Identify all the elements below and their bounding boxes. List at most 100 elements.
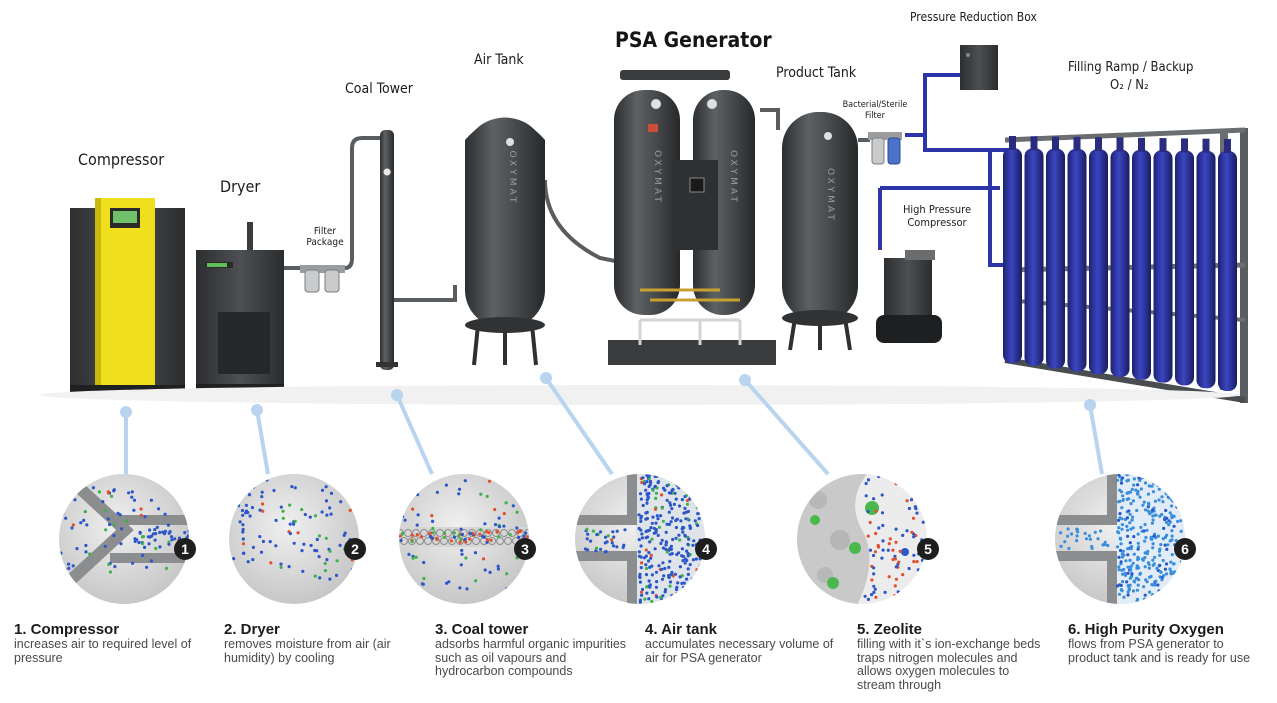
molecule-dot [1150, 508, 1155, 512]
molecule-dot [323, 561, 327, 566]
molecule-dot [678, 538, 682, 542]
molecule-dot [463, 537, 467, 541]
molecule-dot [61, 512, 65, 516]
molecule-dot [1076, 530, 1080, 534]
molecule-dot [909, 498, 914, 502]
high-pressure-compressor [876, 250, 942, 343]
molecule-dot [1066, 527, 1070, 531]
molecule-dot [868, 548, 873, 552]
molecule-dot [1127, 497, 1131, 501]
molecule-dot [268, 540, 272, 544]
molecule-dot [681, 559, 685, 563]
magnifier-1 [59, 474, 189, 604]
molecule-dot [661, 561, 665, 565]
molecule-dot [654, 528, 658, 532]
molecule-dot [637, 554, 642, 558]
molecule-dot [871, 553, 876, 558]
molecule-dot [1167, 598, 1171, 602]
molecule-dot [519, 529, 523, 533]
molecule-dot [698, 594, 703, 598]
molecule-dot [1059, 531, 1063, 535]
molecule-dot [639, 544, 643, 548]
molecule-dot [416, 493, 420, 497]
molecule-dot [1176, 500, 1180, 505]
molecule-dot [158, 530, 162, 535]
molecule-dot [1124, 559, 1128, 563]
molecule-dot [166, 523, 170, 527]
molecule-dot [1168, 520, 1172, 524]
molecule-dot [671, 487, 675, 492]
molecule-dot [676, 479, 680, 483]
molecule-dot [478, 532, 482, 536]
molecule-dot [71, 523, 75, 527]
psa-generator: OXYMAT OXYMAT [608, 70, 776, 365]
molecule-dot [143, 545, 147, 550]
molecule-dot [483, 568, 487, 572]
molecule-dot [404, 583, 408, 587]
molecule-dot [1129, 527, 1133, 531]
molecule-dot [460, 552, 464, 556]
molecule-dot [866, 478, 871, 482]
product-tank-label: Product Tank [776, 65, 857, 81]
molecule-dot [645, 498, 649, 502]
molecule-dot [1136, 483, 1140, 487]
molecule-dot [585, 537, 589, 541]
molecule-dot [120, 527, 124, 531]
molecule-dot [335, 559, 339, 563]
molecule-dot [458, 540, 462, 544]
molecule-dot [119, 542, 123, 546]
molecule-dot [894, 527, 898, 531]
molecule-dot [685, 493, 690, 497]
molecule-dot [493, 523, 498, 527]
molecule-dot [637, 538, 641, 542]
molecule-dot [686, 567, 690, 571]
molecule-dot [594, 549, 598, 553]
molecule-dot [110, 494, 114, 498]
molecule-dot [648, 583, 652, 587]
molecule-dot [242, 551, 246, 555]
molecule-dot [866, 534, 870, 538]
molecule-dot [677, 484, 681, 488]
gas-cylinder [1218, 151, 1237, 391]
molecule-dot [1121, 498, 1125, 502]
molecule-dot [496, 567, 500, 571]
molecule-dot [1143, 556, 1147, 560]
molecule-dot [124, 519, 128, 523]
molecule-dot [891, 557, 895, 562]
molecule-dot [1129, 502, 1133, 506]
molecule-dot [1164, 589, 1168, 593]
molecule-dot [1157, 498, 1161, 502]
molecule-dot [71, 564, 75, 568]
molecule-dot [1115, 478, 1120, 482]
molecule-dot [430, 514, 434, 518]
molecule-dot [668, 580, 673, 584]
molecule-dot [421, 582, 425, 586]
molecule-dot [687, 537, 691, 541]
molecule-dot [489, 538, 493, 542]
molecule-dot [293, 486, 297, 490]
molecule-dot [694, 478, 699, 483]
molecule-dot [1161, 500, 1165, 504]
molecule-dot [894, 482, 898, 486]
molecule-dot [693, 491, 697, 495]
molecule-dot [1130, 487, 1134, 491]
molecule-dot [252, 485, 256, 489]
molecule-dot [1135, 599, 1139, 603]
molecule-dot [1164, 492, 1168, 496]
cylinder-valve [1116, 137, 1124, 152]
molecule-dot [1178, 587, 1183, 591]
cylinder-valve [1052, 136, 1059, 151]
molecule-dot [647, 579, 651, 583]
molecule-dot [399, 538, 403, 543]
molecule-dot [452, 531, 456, 535]
molecule-dot [675, 517, 679, 521]
molecule-dot [170, 535, 174, 539]
molecule-dot [1117, 526, 1121, 530]
molecule-dot [688, 524, 692, 528]
molecule-dot [684, 517, 688, 521]
molecule-dot [864, 481, 868, 486]
molecule-dot [1088, 537, 1092, 541]
molecule-dot [1117, 565, 1121, 569]
step-title: 1. Compressor [14, 621, 120, 638]
molecule-dot [1162, 526, 1166, 531]
